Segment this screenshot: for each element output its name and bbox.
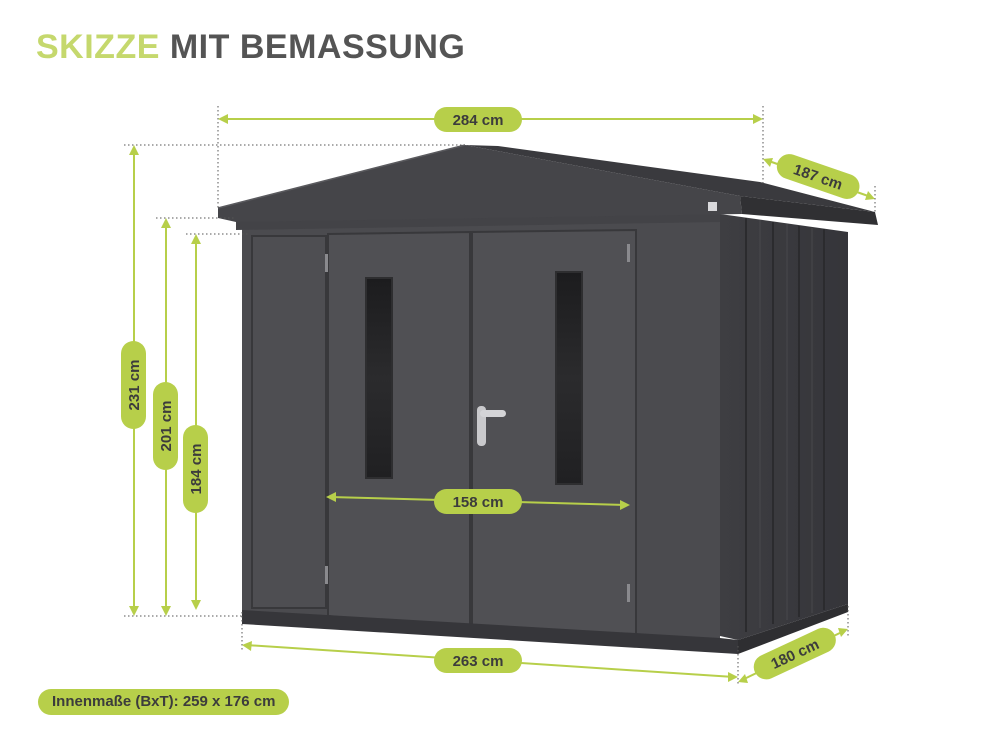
shed-roof-front [218, 145, 742, 222]
shed-roof-side [740, 196, 878, 225]
shed-left-window [365, 277, 393, 479]
svg-text:263 cm: 263 cm [453, 653, 504, 670]
inner-dimensions-note: Innenmaße (BxT): 259 x 176 cm [38, 689, 290, 715]
svg-text:284 cm: 284 cm [453, 112, 504, 129]
label-door-height: 184 cm [183, 425, 208, 513]
svg-text:201 cm: 201 cm [158, 401, 175, 452]
shed-side-wall [720, 214, 848, 640]
dimension-labels: 284 cm 187 cm 231 cm 201 cm 184 cm 158 c… [121, 107, 860, 680]
title-rest: MIT BEMASSUNG [169, 28, 466, 66]
door-handle [477, 406, 506, 446]
title-accent: SKIZZE [36, 28, 160, 66]
shed-left-door [327, 230, 471, 632]
shed [217, 144, 878, 654]
svg-text:158 cm: 158 cm [453, 494, 504, 511]
shed-right-door [471, 228, 637, 636]
label-total-height: 231 cm [121, 341, 146, 429]
shed-roof-top [465, 145, 875, 212]
page-title: SKIZZE MIT BEMASSUNG [36, 28, 465, 67]
label-base-width: 263 cm [434, 648, 522, 673]
svg-text:231 cm: 231 cm [126, 360, 143, 411]
svg-text:184 cm: 184 cm [188, 444, 205, 495]
label-wall-height: 201 cm [153, 382, 178, 470]
shed-left-panel [251, 235, 327, 609]
label-total-width: 284 cm [434, 107, 522, 132]
shed-right-window [555, 271, 583, 485]
label-door-width: 158 cm [434, 489, 522, 514]
